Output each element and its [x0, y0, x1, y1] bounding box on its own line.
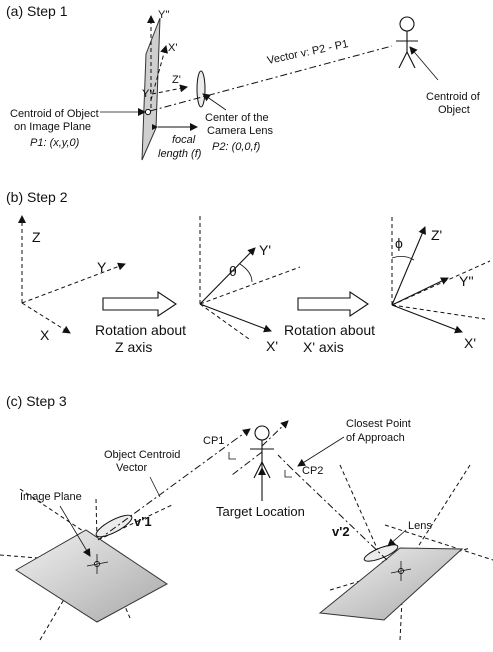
v1-label: v'1	[134, 514, 152, 529]
y-label: Y	[97, 259, 107, 275]
x-label: X	[40, 327, 50, 343]
right-camera	[318, 464, 493, 641]
cp2-right-angle	[284, 470, 292, 478]
lens-center-pointer	[202, 93, 227, 111]
x-prime-axis	[199, 303, 272, 333]
x-prime-label: X'	[168, 42, 177, 54]
figure-dir-sw	[231, 451, 263, 476]
x-axis-faint	[199, 303, 250, 340]
lens-label: Lens	[408, 520, 432, 532]
step-b-panel: (b) Step 2 Z Y X Rotation about Z axis Y…	[6, 189, 491, 355]
cp1-label: CP1	[203, 435, 224, 447]
theta-label: θ	[229, 263, 237, 279]
cp2-label: CP2	[302, 465, 323, 477]
y-axis-faint	[199, 266, 301, 305]
step-c-title: (c) Step 3	[6, 393, 67, 409]
y2-faint-ext	[391, 304, 486, 320]
vector-v2	[291, 468, 388, 561]
z-prime-label: Z'	[431, 227, 442, 243]
rot-z-label-1: Rotation about	[95, 322, 186, 338]
p2-label: P2: (0,0,f)	[212, 141, 261, 153]
p1-label: P1: (x,y,0)	[30, 137, 80, 149]
closest-label-1: Closest Point	[346, 418, 411, 430]
image-centroid-point	[144, 108, 152, 116]
ocv-label-1: Object Centroid	[104, 449, 180, 461]
lens-pointer	[387, 529, 407, 547]
z-prime-label: Z'	[172, 74, 181, 86]
rot-z-label-2: Z axis	[115, 339, 152, 355]
step-a-title: (a) Step 1	[6, 3, 68, 19]
step-b-title: (b) Step 2	[6, 189, 68, 205]
left-camera	[0, 488, 173, 641]
frame-rotated-x: ϕ Z' Y'' X'	[391, 216, 491, 351]
centroid-object-label-2: Object	[438, 104, 470, 116]
rotation-x-arrow	[297, 290, 369, 318]
vector-line	[149, 45, 393, 112]
rotation-z-arrow	[102, 290, 177, 318]
object-stick-figure	[396, 16, 418, 69]
rot-x-label-2: X' axis	[303, 339, 344, 355]
x-prime-label: X'	[464, 335, 476, 351]
y-prime-label: Y'	[259, 242, 271, 258]
right-image-plane	[318, 547, 464, 621]
y-prime-label: Y'	[142, 88, 151, 100]
frame-rotated-z: Y' θ X'	[199, 216, 301, 354]
step-a-panel: (a) Step 1 Y'' X' Z' Y' Vector v: P2 - P…	[6, 3, 481, 161]
focal-label-1: focal	[172, 134, 196, 146]
centroid-object-label-1: Centroid of	[426, 91, 481, 103]
y-double-prime-label: Y''	[459, 273, 474, 289]
x-prime-axis	[150, 45, 168, 101]
center-lens-label-1: Center of the	[205, 112, 269, 124]
v2-label: v'2	[332, 524, 350, 539]
theta-arc	[239, 263, 253, 283]
y-prime-axis	[199, 247, 256, 305]
z-label: Z	[32, 229, 41, 245]
right-lens	[363, 544, 399, 562]
y-double-prime-axis	[391, 277, 449, 306]
phi-label: ϕ	[395, 235, 403, 251]
vector-v1	[97, 441, 233, 541]
z-prime-axis	[391, 226, 426, 306]
closest-pointer	[297, 436, 345, 467]
phi-arc	[391, 256, 415, 261]
x-prime-label: X'	[266, 338, 278, 354]
x-axis	[21, 302, 71, 334]
v2-ext	[277, 454, 293, 470]
left-image-plane	[15, 529, 168, 623]
centroid-object-pointer	[409, 46, 439, 81]
y-double-prime-label: Y''	[158, 9, 170, 21]
centroid-image-label-1: Centroid of Object	[10, 108, 99, 120]
rot-x-label-1: Rotation about	[284, 322, 375, 338]
figure-dir-ne	[261, 420, 289, 447]
x-prime-axis	[391, 304, 463, 334]
v1-ext	[231, 428, 251, 443]
target-label: Target Location	[216, 504, 305, 519]
ocv-pointer	[149, 476, 161, 498]
ocv-label-2: Vector	[116, 462, 148, 474]
left-lens	[95, 514, 133, 538]
centroid-image-label-2: on Image Plane	[14, 121, 91, 133]
cp1-right-angle	[228, 452, 236, 460]
step-c-panel: (c) Step 3	[0, 393, 493, 641]
focal-label-2: length (f)	[158, 148, 202, 160]
vector-label: Vector v: P2 - P1	[266, 38, 349, 67]
image-plane-label: Image Plane	[20, 491, 82, 503]
z-prime-axis	[151, 84, 188, 95]
camera-lens	[196, 70, 206, 108]
image-plane-pointer	[59, 505, 91, 557]
frame-original: Z Y X	[18, 215, 126, 343]
closest-label-2: of Approach	[346, 432, 405, 444]
y-axis	[21, 262, 126, 304]
center-lens-label-2: Camera Lens	[207, 125, 274, 137]
